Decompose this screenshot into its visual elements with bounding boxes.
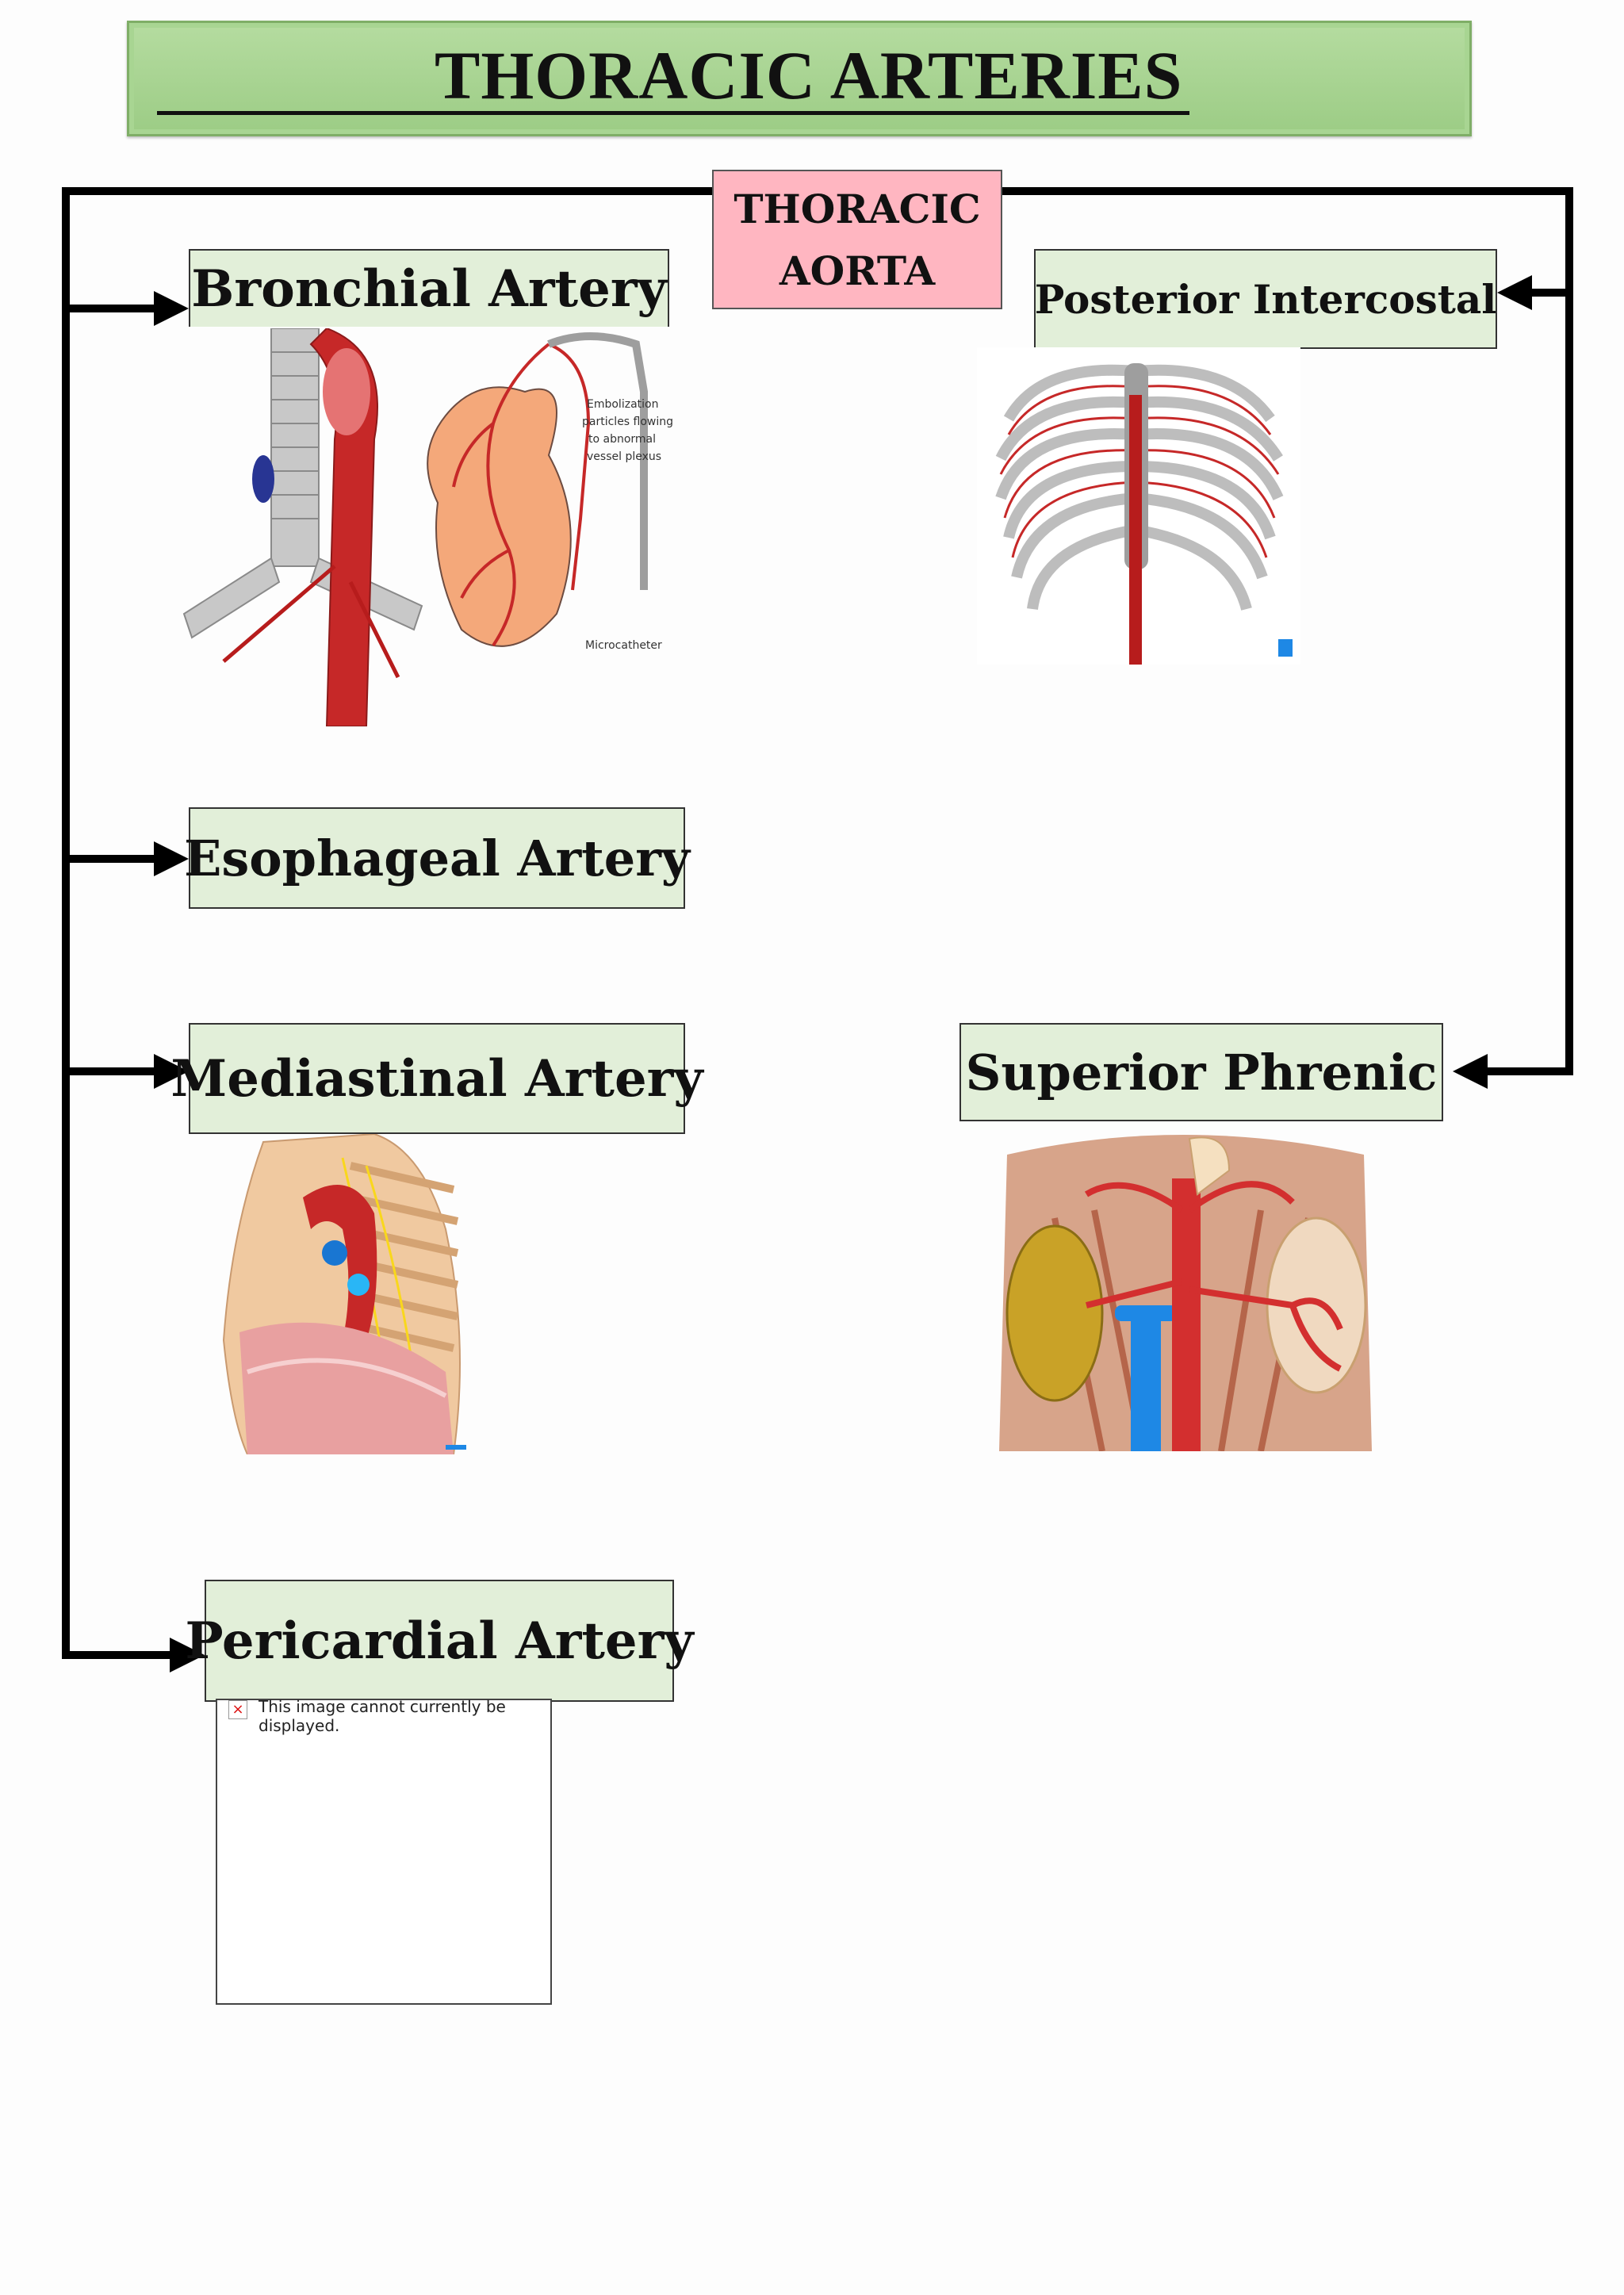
connector-top-left bbox=[62, 187, 712, 195]
page-title: THORACIC ARTERIES bbox=[435, 37, 1183, 113]
esophageal-artery-label: Esophageal Artery bbox=[184, 829, 690, 887]
arrowhead-esophageal bbox=[154, 841, 189, 876]
posterior-intercostal-label: Posterior Intercostal bbox=[1034, 275, 1497, 323]
arrowhead-posterior-intercostal bbox=[1497, 275, 1532, 310]
microcatheter-label: Microcatheter bbox=[585, 639, 662, 652]
pericardial-image-placeholder: × This image cannot currently be display… bbox=[216, 1697, 552, 2005]
arrow-shaft-superior-phrenic bbox=[1486, 1067, 1573, 1075]
arrowhead-bronchial bbox=[154, 291, 189, 326]
root-line-2: AORTA bbox=[779, 247, 936, 294]
bronchial-artery-label: Bronchial Artery bbox=[191, 259, 667, 319]
thoracic-aorta-root: THORACIC AORTA bbox=[712, 170, 1002, 309]
mediastinal-artery-illustration bbox=[216, 1134, 469, 1454]
embolization-label-4: vessel plexus bbox=[587, 450, 661, 463]
connector-top-right bbox=[1002, 187, 1573, 195]
mediastinal-artery-node: Mediastinal Artery bbox=[170, 1023, 703, 1134]
placeholder-message: This image cannot currently be displayed… bbox=[259, 1697, 506, 1735]
broken-image-icon: × bbox=[228, 1700, 247, 1719]
root-line-1: THORACIC bbox=[733, 186, 981, 232]
superior-phrenic-label: Superior Phrenic bbox=[965, 1043, 1438, 1102]
arrowhead-pericardial bbox=[170, 1638, 205, 1672]
connector-left-trunk bbox=[62, 187, 70, 1659]
embolization-label-2: particles flowing bbox=[582, 416, 673, 428]
superior-phrenic-illustration bbox=[991, 1123, 1375, 1451]
pericardial-artery-label: Pericardial Artery bbox=[185, 1611, 694, 1671]
bronchial-artery-illustration: Embolization particles flowing to abnorm… bbox=[176, 328, 684, 726]
embolization-label-1: Embolization bbox=[587, 398, 658, 411]
posterior-intercostal-illustration bbox=[977, 347, 1300, 665]
arrow-shaft-pericardial bbox=[62, 1651, 173, 1659]
title-underline bbox=[157, 111, 1189, 115]
arrowhead-superior-phrenic bbox=[1453, 1054, 1488, 1089]
title-banner bbox=[127, 21, 1472, 136]
posterior-intercostal-node: Posterior Intercostal bbox=[1034, 249, 1497, 349]
arrowhead-mediastinal bbox=[154, 1054, 189, 1089]
bronchial-artery-node: Bronchial Artery bbox=[189, 249, 669, 327]
embolization-label-3: to abnormal bbox=[588, 433, 656, 446]
superior-phrenic-node: Superior Phrenic bbox=[959, 1023, 1443, 1121]
connector-right-trunk bbox=[1565, 187, 1573, 1075]
mediastinal-artery-label: Mediastinal Artery bbox=[170, 1048, 703, 1109]
esophageal-artery-node: Esophageal Artery bbox=[184, 807, 690, 909]
arrow-shaft-posterior-intercostal bbox=[1530, 289, 1573, 297]
arrow-shaft-mediastinal bbox=[62, 1067, 157, 1075]
arrow-shaft-esophageal bbox=[62, 855, 157, 863]
arrow-shaft-bronchial bbox=[62, 305, 157, 312]
pericardial-artery-node: Pericardial Artery bbox=[186, 1580, 694, 1702]
